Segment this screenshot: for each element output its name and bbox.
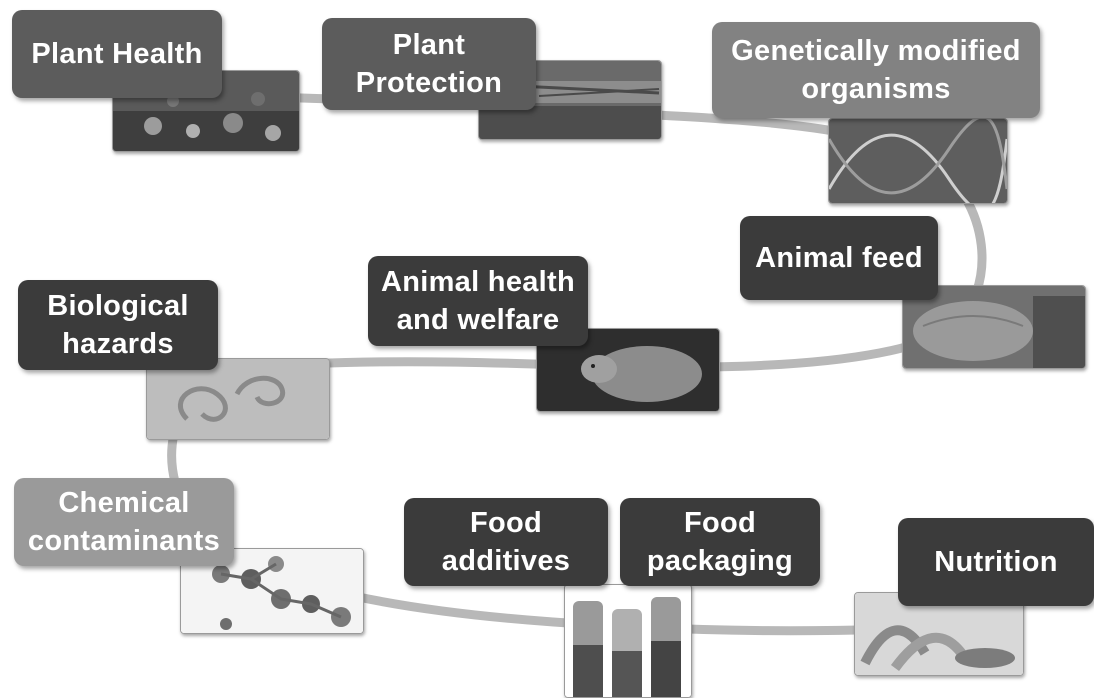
biological-hazards-image	[146, 358, 330, 440]
label-chemical-contaminants: Chemical contaminants	[14, 478, 234, 566]
label-food-packaging: Food packaging	[620, 498, 820, 586]
label-text: Plant Protection	[356, 26, 502, 102]
label-text: Chemical contaminants	[28, 484, 220, 560]
label-food-additives: Food additives	[404, 498, 608, 586]
label-text: Food additives	[442, 504, 570, 580]
label-text: Nutrition	[934, 543, 1058, 581]
label-text: Biological hazards	[47, 287, 189, 363]
label-text: Plant Health	[31, 35, 202, 73]
label-animal-feed: Animal feed	[740, 216, 938, 300]
label-plant-health: Plant Health	[12, 10, 222, 98]
gmo-image	[828, 118, 1008, 204]
label-text: Food packaging	[647, 504, 793, 580]
label-nutrition: Nutrition	[898, 518, 1094, 606]
label-text: Animal health and welfare	[381, 263, 575, 339]
label-animal-health: Animal health and welfare	[368, 256, 588, 346]
label-gmo: Genetically modified organisms	[712, 22, 1040, 118]
label-text: Genetically modified organisms	[731, 32, 1021, 108]
label-biological-hazards: Biological hazards	[18, 280, 218, 370]
food-image	[564, 584, 692, 698]
label-plant-protection: Plant Protection	[322, 18, 536, 110]
label-text: Animal feed	[755, 239, 923, 277]
